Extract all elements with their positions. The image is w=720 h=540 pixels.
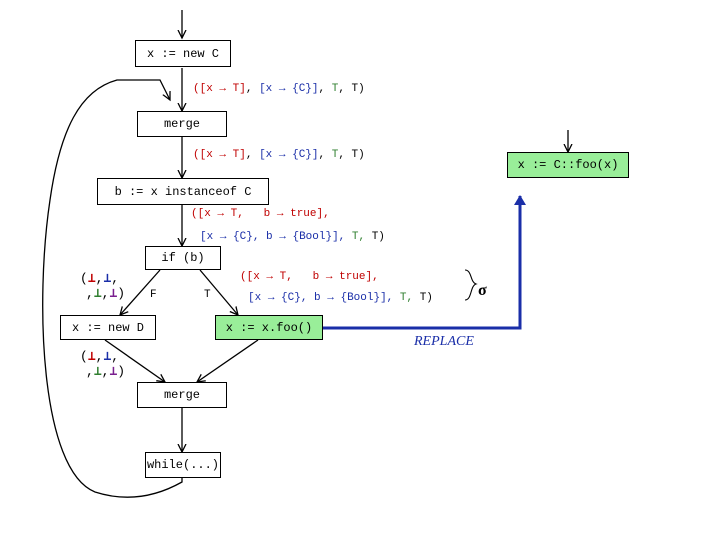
edge-newd-merge (104, 339, 165, 382)
state-true-branch-line2: [x → {C}, b → {Bool}], T, T) (248, 292, 433, 304)
node-new-c[interactable]: x := new C (135, 40, 231, 67)
node-merge-top[interactable]: merge (137, 111, 227, 137)
state-after-merge: ([x → T], [x → {C}], T, T) (193, 149, 365, 161)
sigma-brace (464, 269, 478, 301)
replace-arrow (322, 195, 526, 330)
state-true-branch-line1: ([x → T, b → true], (240, 271, 379, 283)
node-instanceof[interactable]: b := x instanceof C (97, 178, 269, 205)
state-after-new-c: ([x → T], [x → {C}], T, T) (193, 83, 365, 95)
sigma-symbol: σ (478, 282, 487, 299)
state-after-instanceof-line1: ([x → T, b → true], (191, 208, 330, 220)
edge-back-loop (42, 79, 183, 498)
state-after-instanceof-line2: [x → {C}, b → {Bool}], T, T) (200, 231, 385, 243)
node-replacement[interactable]: x := C::foo(x) (507, 152, 629, 178)
node-while[interactable]: while(...) (145, 452, 221, 478)
state-false-branch-line2: ,⊥,⊥) (86, 286, 126, 301)
node-if-b[interactable]: if (b) (145, 246, 221, 270)
edge-call-merge (197, 339, 259, 382)
node-call-foo[interactable]: x := x.foo() (215, 315, 323, 340)
state-false-branch-line1: (⊥,⊥, (80, 271, 120, 286)
edge-if-false (120, 269, 161, 315)
node-new-d[interactable]: x := new D (60, 315, 156, 340)
state-after-new-d-line2: ,⊥,⊥) (86, 364, 126, 379)
branch-true-label: T (204, 289, 211, 301)
state-after-new-d-line1: (⊥,⊥, (80, 349, 120, 364)
branch-false-label: F (150, 289, 157, 301)
node-merge-bottom[interactable]: merge (137, 382, 227, 408)
edge-if-true (199, 269, 238, 315)
replace-label: REPLACE (414, 334, 474, 349)
